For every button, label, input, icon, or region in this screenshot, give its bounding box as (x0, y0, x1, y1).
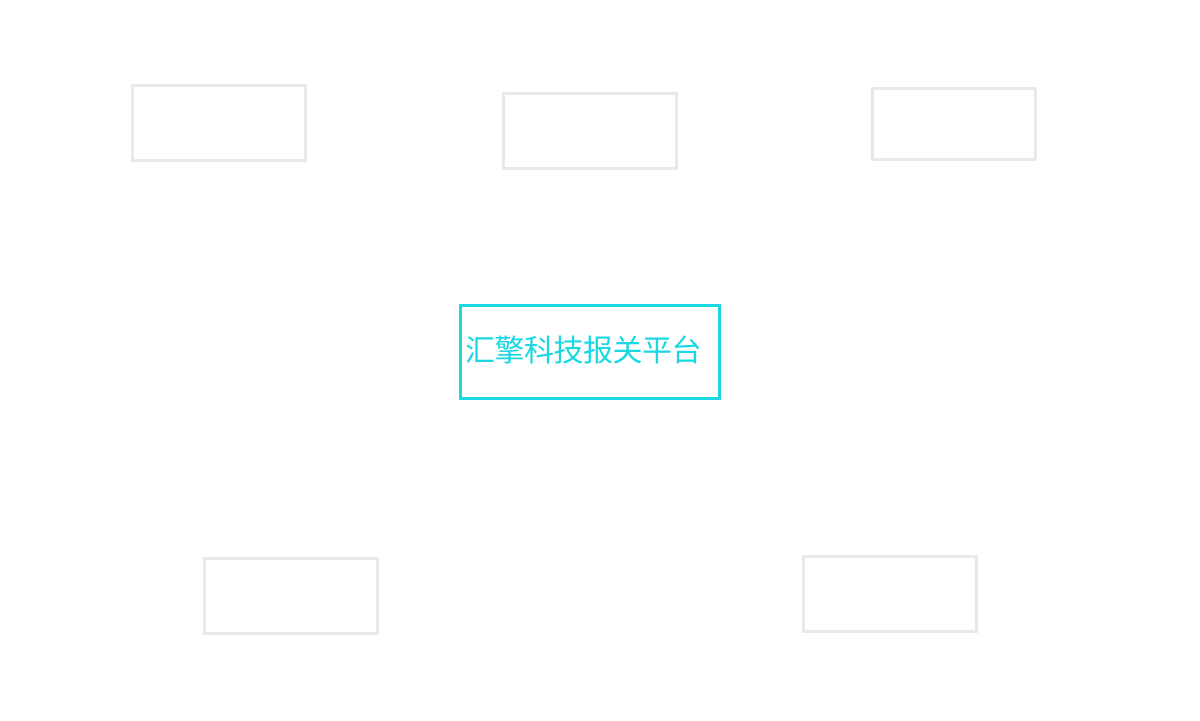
diagram-node-top-center (502, 92, 678, 170)
diagram-node-bottom-right (802, 555, 978, 633)
center-node-label: 汇擎科技报关平台 (465, 334, 702, 369)
diagram-center-node: 汇擎科技报关平台 (459, 304, 721, 400)
diagram-node-top-right (871, 87, 1037, 161)
diagram-node-bottom-left (203, 557, 379, 635)
diagram-node-top-left (131, 84, 307, 162)
